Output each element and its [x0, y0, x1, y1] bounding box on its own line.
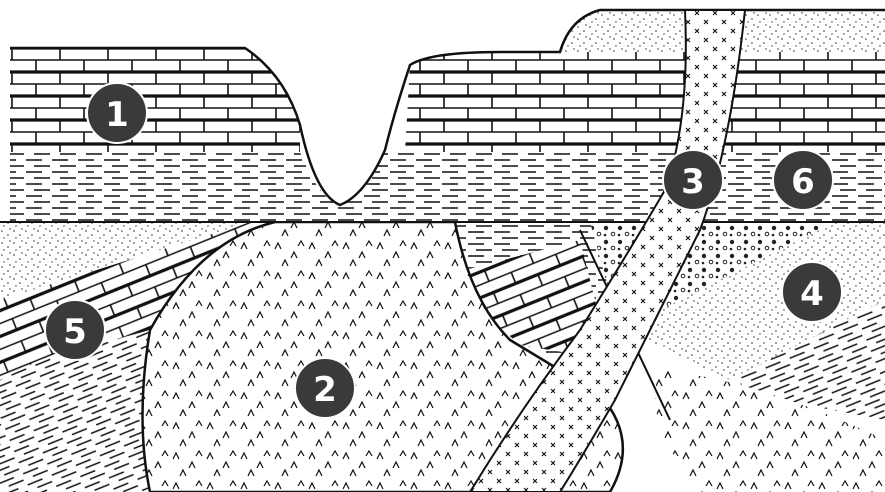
label-6-marker: 6 — [773, 150, 833, 210]
limestone-layer-1-right — [405, 52, 885, 152]
label-3-marker: 3 — [663, 150, 723, 210]
label-6: 6 — [791, 162, 815, 202]
shale-layer-6 — [10, 152, 885, 222]
label-5: 5 — [63, 312, 87, 352]
label-3: 3 — [681, 162, 705, 202]
label-1: 1 — [105, 95, 129, 135]
label-5-marker: 5 — [45, 300, 105, 360]
label-4: 4 — [800, 274, 824, 314]
label-2-marker: 2 — [295, 358, 355, 418]
label-1-marker: 1 — [87, 83, 147, 143]
label-4-marker: 4 — [782, 262, 842, 322]
limestone-layer-1 — [10, 48, 300, 152]
label-2: 2 — [313, 370, 337, 410]
